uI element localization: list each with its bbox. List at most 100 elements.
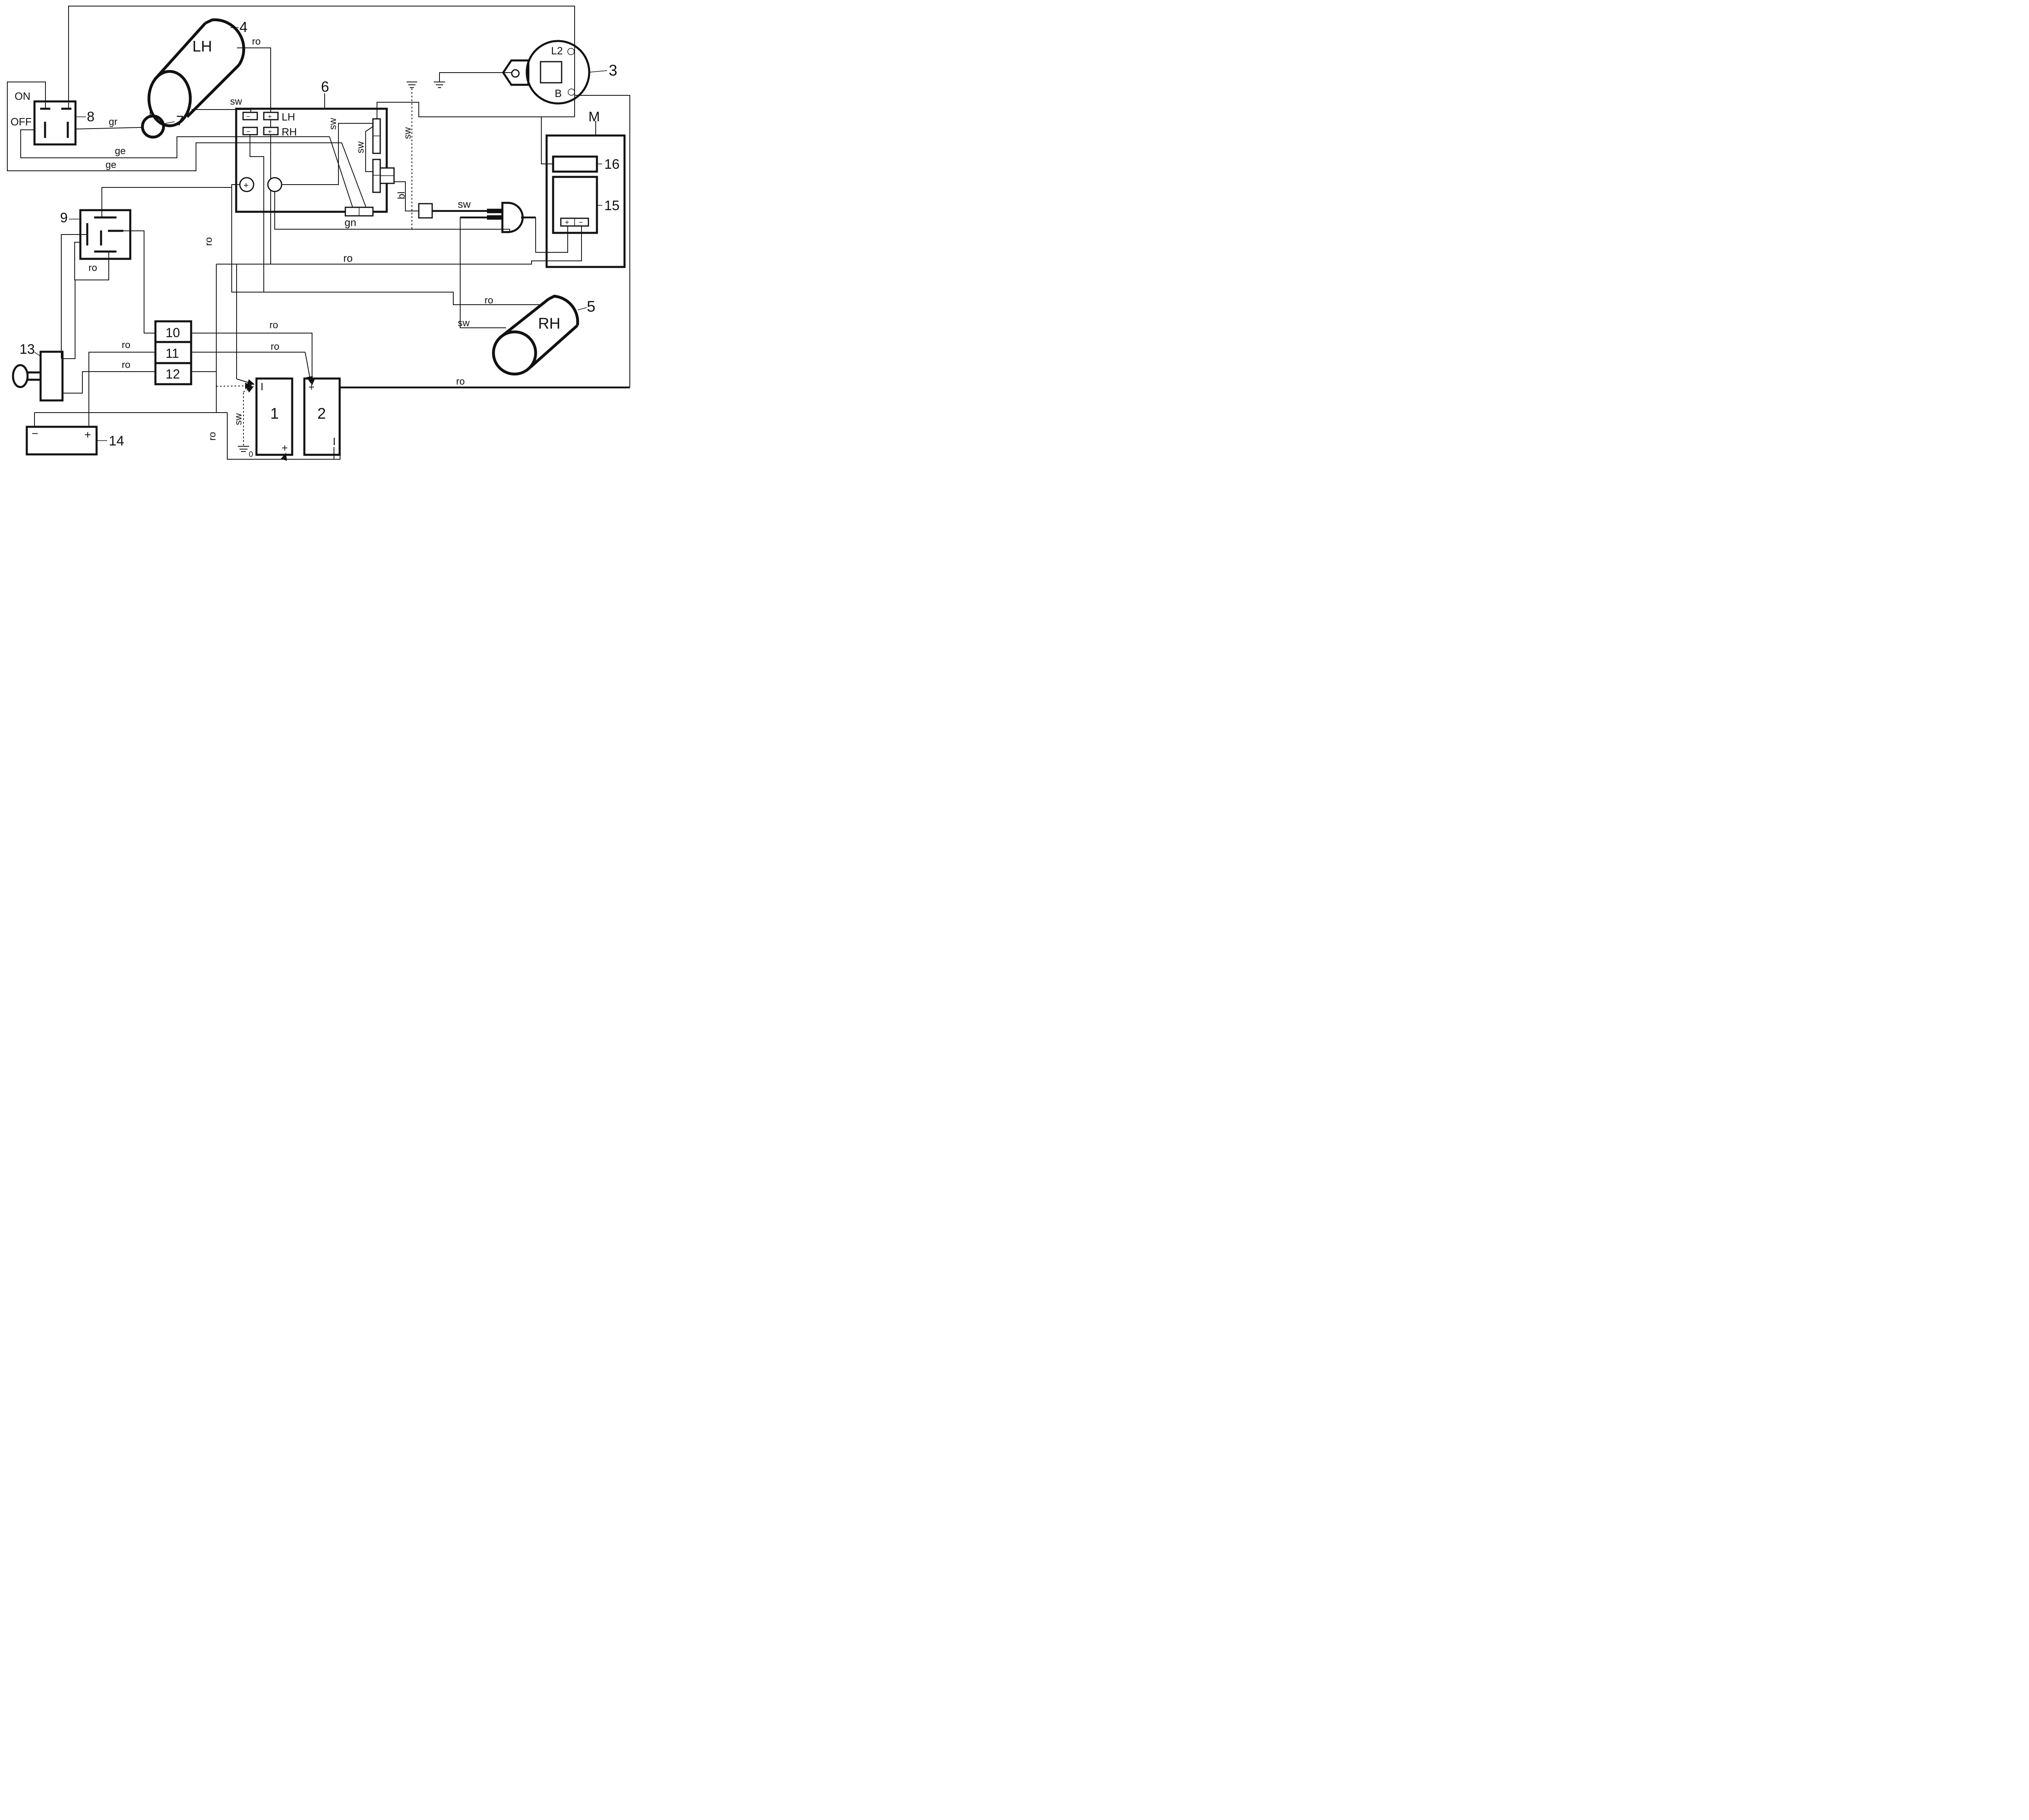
label-ge-2: ge — [106, 159, 116, 170]
label-sw-battery: sw — [233, 413, 244, 425]
knob — [12, 364, 29, 388]
wire-9-left — [61, 234, 87, 359]
label-minus-lh: − — [246, 113, 250, 120]
label-ro-right-1: ro — [269, 320, 278, 331]
label-ro-9: ro — [88, 262, 97, 273]
terminal-l2 — [567, 48, 575, 55]
terminal-minus-lh — [242, 112, 258, 120]
wire-sw-lighting — [377, 102, 575, 119]
battery-14 — [26, 426, 107, 456]
label-plus-14: + — [84, 428, 91, 441]
ground-symbol-battery — [238, 446, 249, 452]
wire-box6-internal-1 — [282, 123, 373, 185]
ground-symbol-2 — [434, 82, 445, 88]
wire-ge-2 — [7, 82, 236, 171]
wire-9-right — [123, 230, 155, 333]
label-ro-right-2: ro — [271, 341, 279, 352]
leader-13 — [34, 352, 41, 357]
wire-13-bottom — [62, 371, 155, 394]
label-off: OFF — [11, 116, 32, 128]
label-3: 3 — [609, 62, 617, 79]
label-14: 14 — [109, 433, 124, 449]
label-lh-row: LH — [282, 111, 295, 123]
label-13: 13 — [19, 342, 35, 357]
leader-3 — [589, 70, 607, 73]
label-bl: bl — [396, 191, 407, 199]
label-15: 15 — [604, 198, 620, 213]
label-plus-lh: + — [268, 113, 272, 120]
label-minus-rh: − — [246, 128, 250, 136]
labels: ON OFF 8 gr 7 ge ge LH 4 ro sw 6 − + LH … — [11, 19, 620, 459]
wire-top-boundary — [68, 6, 575, 117]
wire-sw-ground-arrow — [243, 386, 254, 393]
label-b: B — [555, 87, 562, 99]
headlamp-rh-5 — [492, 295, 587, 376]
flasher-relay-9 — [69, 209, 131, 260]
leader-7 — [164, 121, 175, 124]
label-plus-rh: + — [268, 128, 272, 136]
motor-unit-m — [545, 121, 626, 268]
wire-batt14-plus — [88, 352, 155, 427]
label-gr: gr — [109, 116, 117, 127]
coil-1 — [255, 377, 293, 456]
wire-box6-diag-b — [236, 142, 366, 208]
label-ro-batt: ro — [207, 432, 218, 441]
label-bar-2: I — [333, 435, 336, 447]
label-plus-circle: + — [243, 180, 249, 190]
label-gn: gn — [345, 216, 356, 228]
wire-m-plus — [535, 217, 568, 253]
label-plus-15: + — [565, 218, 569, 226]
wire-ro-lh — [237, 47, 271, 264]
wire-13-top — [62, 280, 75, 359]
label-minus-15: − — [579, 218, 583, 226]
label-ro-charge: ro — [456, 376, 465, 387]
terminal-plus-lh — [263, 112, 279, 120]
label-rh-lamp: RH — [538, 315, 560, 332]
label-m: M — [588, 109, 600, 125]
label-10: 10 — [166, 325, 180, 340]
label-ro-left-1: ro — [122, 340, 130, 351]
label-4: 4 — [239, 19, 248, 35]
wire-gr — [75, 127, 143, 129]
wire-batt14-minus — [34, 387, 340, 460]
wire-bl — [394, 181, 419, 211]
label-sw-rh: sw — [458, 318, 470, 329]
label-sw-coil: sw — [458, 198, 471, 210]
label-16: 16 — [604, 157, 620, 172]
label-ro-rh: ro — [485, 295, 493, 306]
wire-10-out — [191, 333, 312, 383]
label-ro-lh: ro — [252, 36, 261, 47]
terminal-minus-rh — [242, 127, 258, 136]
wire-ge-1 — [20, 129, 236, 158]
switch-contact-lower — [372, 159, 381, 193]
label-sw-box-2: sw — [355, 141, 366, 153]
wire-ro-main — [216, 226, 582, 265]
wire-gn — [274, 191, 510, 232]
terminal-plus-circle — [239, 177, 254, 192]
label-9: 9 — [60, 210, 68, 226]
wire-box6-diag-a — [236, 136, 353, 208]
magneto-core — [540, 61, 562, 84]
wiring-diagram-page: ON OFF 8 gr 7 ge ge LH 4 ro sw 6 − + LH … — [0, 0, 632, 465]
ignition-switch-8 — [33, 100, 86, 146]
wire-sw-lh — [192, 109, 251, 114]
label-5: 5 — [587, 298, 595, 315]
fuse-block — [154, 320, 192, 385]
ground-symbol-1 — [407, 82, 417, 88]
wire-to-16 — [541, 117, 553, 164]
wire-sw-rh — [460, 264, 506, 328]
label-1: 1 — [270, 405, 279, 422]
wiring-diagram: ON OFF 8 gr 7 ge ge LH 4 ro sw 6 − + LH … — [7, 6, 630, 461]
label-rh-row: RH — [282, 126, 297, 138]
coil-d-connector — [501, 202, 524, 233]
label-sw-ground: sw — [402, 127, 413, 139]
control-box-6 — [235, 93, 395, 217]
component-16 — [552, 155, 598, 173]
label-on: ON — [15, 90, 30, 102]
label-7: 7 — [176, 113, 184, 129]
leader-5 — [577, 307, 587, 310]
terminal-plus-rh — [263, 127, 279, 136]
label-l2: L2 — [551, 45, 563, 57]
wire-to-flasher — [101, 187, 232, 217]
label-ro-main: ro — [343, 252, 353, 264]
